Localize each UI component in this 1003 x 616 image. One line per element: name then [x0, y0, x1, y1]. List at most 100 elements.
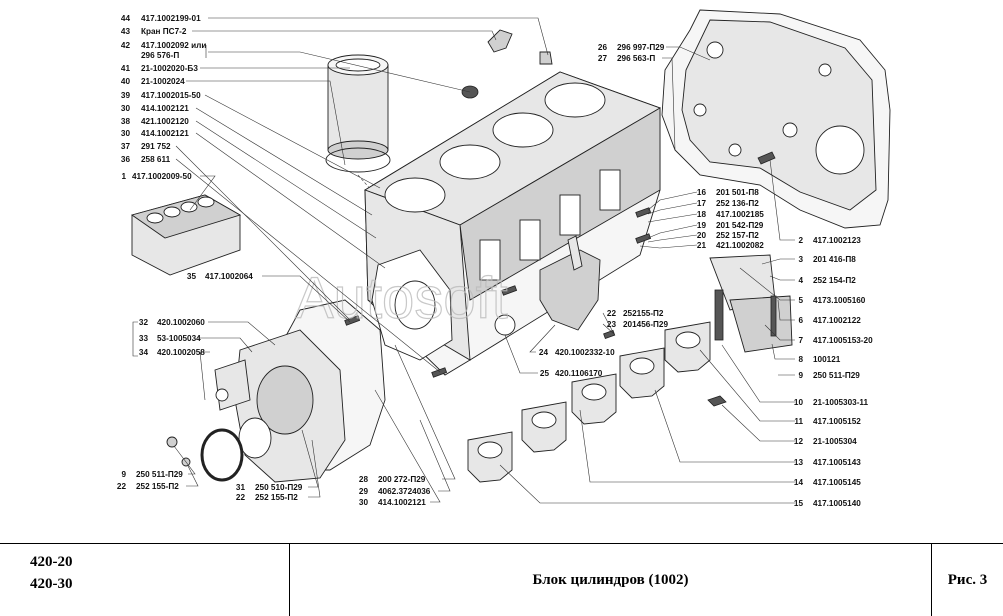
callout-code: 250 511-П29	[813, 371, 860, 380]
engine-models-cell: 420-20 420-30	[0, 544, 290, 616]
callout-num: 20	[697, 231, 707, 240]
title-block: 420-20 420-30 Блок цилиндров (1002) Рис.…	[0, 543, 1003, 616]
callout-num: 8	[798, 355, 803, 364]
callout-code: 417.1005140	[813, 499, 861, 508]
callout-num: 28	[359, 475, 369, 484]
callout-num: 41	[121, 64, 131, 73]
callout-code: 420.1002058	[157, 348, 205, 357]
callout-num: 15	[794, 499, 804, 508]
callout-code: 252 155-П2	[255, 493, 298, 502]
callout-num: 35	[187, 272, 197, 281]
callout-code: 417.1005145	[813, 478, 861, 487]
callout-code: 21-1002024	[141, 77, 185, 86]
callout-num: 11	[794, 417, 803, 426]
callout-num: 36	[121, 155, 131, 164]
callout-code: 201456-П29	[623, 320, 668, 329]
callout-num: 1	[121, 172, 126, 181]
callout-code: 414.1002121	[378, 498, 426, 507]
callout-num: 22	[117, 482, 127, 491]
callout-code: 252 157-П2	[716, 231, 759, 240]
cylinder-liner	[325, 54, 391, 201]
callout-num: 16	[697, 188, 707, 197]
callout-num: 4	[798, 276, 803, 285]
engine-model: 420-20	[30, 554, 73, 570]
callout-num: 12	[794, 437, 804, 446]
callout-code: 252 155-П2	[136, 482, 179, 491]
callout-num: 25	[540, 369, 550, 378]
callout-code: 21-1002020-Б3	[141, 64, 198, 73]
callout-code: 296 563-П	[617, 54, 655, 63]
parts-artwork	[130, 9, 891, 483]
callout-num: 22	[607, 309, 617, 318]
callout-num: 10	[794, 398, 804, 407]
callout-code: 201 416-П8	[813, 255, 856, 264]
callout-num: 42	[121, 41, 131, 50]
callout-code: 417.1005143	[813, 458, 861, 467]
callout-num: 21	[697, 241, 707, 250]
watermark-text: Autosoft	[295, 266, 508, 331]
callout-num: 37	[121, 142, 131, 151]
callout-num: 40	[121, 77, 131, 86]
callout-num: 5	[798, 296, 803, 305]
callout-num: 30	[121, 129, 131, 138]
callout-code: 421.1002120	[141, 117, 189, 126]
callout-code: 414.1002121	[141, 104, 189, 113]
engine-model: 420-30	[30, 576, 73, 592]
callout-code: 417.1005152	[813, 417, 861, 426]
callout-code: 200 272-П29	[378, 475, 426, 484]
callout-num: 32	[139, 318, 149, 327]
figure-number: Рис. 3	[947, 572, 988, 588]
callout-num: 31	[236, 483, 246, 492]
callout-num: 14	[794, 478, 804, 487]
diagram-title: Блок цилиндров (1002)	[290, 544, 932, 616]
callout-code: 296 576-П	[141, 51, 179, 60]
callout-num: 29	[359, 487, 369, 496]
callout-num: 2	[798, 236, 803, 245]
callout-code: 4173.1005160	[813, 296, 866, 305]
timing-cover	[214, 299, 386, 483]
callout-num: 7	[798, 336, 803, 345]
callout-code: 201 501-П8	[716, 188, 759, 197]
callout-num: 38	[121, 117, 131, 126]
callout-code: 250 510-П29	[255, 483, 303, 492]
callout-num: 13	[794, 458, 804, 467]
callout-num: 9	[121, 470, 126, 479]
callout-code: 417.1002122	[813, 316, 861, 325]
callout-num: 3	[798, 255, 803, 264]
callout-num: 30	[359, 498, 369, 507]
callout-code: 258 611	[141, 155, 171, 164]
callout-code: 417.1002123	[813, 236, 861, 245]
main-bearing-caps	[467, 321, 711, 483]
callout-code: 417.1002009-50	[132, 172, 192, 181]
leader-lines	[132, 17, 795, 504]
callout-num: 6	[798, 316, 803, 325]
callout-num: 19	[697, 221, 707, 230]
callout-num: 27	[598, 54, 608, 63]
callout-code: 252 154-П2	[813, 276, 856, 285]
callout-code: 4062.3724036	[378, 487, 431, 496]
callout-code: 417.1005153-20	[813, 336, 873, 345]
callout-num: 39	[121, 91, 131, 100]
callout-code: 100121	[813, 355, 841, 364]
callout-code: 417.1002199-01	[141, 14, 201, 23]
exploded-parts-diagram: Autosoft 44 417.1002199-01 43 Кран ПС7-2…	[117, 9, 891, 508]
callout-code: 21-1005303-11	[813, 398, 869, 407]
callout-code: 252 136-П2	[716, 199, 759, 208]
callout-labels: 44 417.1002199-01 43 Кран ПС7-2 42 417.1…	[117, 14, 873, 508]
flywheel-housing	[499, 9, 891, 271]
callout-num: 44	[121, 14, 131, 23]
callout-num: 23	[607, 320, 617, 329]
callout-num: 18	[697, 210, 707, 219]
callout-num: 24	[539, 348, 549, 357]
callout-code: 417.1002064	[205, 272, 253, 281]
callout-code: 417.1002185	[716, 210, 764, 219]
callout-code: 417.1002015-50	[141, 91, 201, 100]
callout-num: 30	[121, 104, 131, 113]
callout-code: 420.1106170	[555, 369, 603, 378]
callout-code: 21-1005304	[813, 437, 857, 446]
callout-code: 53-1005034	[157, 334, 201, 343]
callout-num: 9	[798, 371, 803, 380]
callout-code: 421.1002082	[716, 241, 764, 250]
callout-num: 43	[121, 27, 131, 36]
callout-code: 250 511-П29	[136, 470, 183, 479]
